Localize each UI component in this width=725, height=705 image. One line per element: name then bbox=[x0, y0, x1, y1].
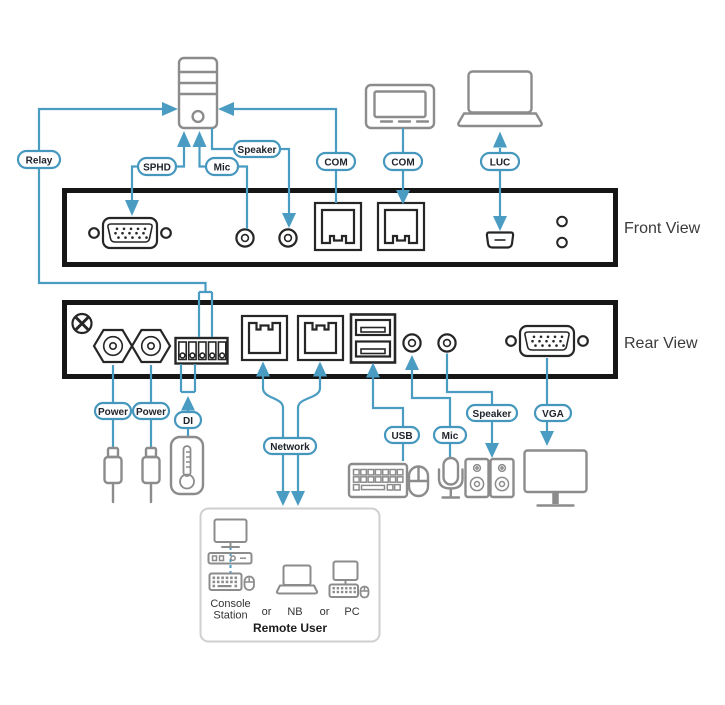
arrow-mic-up bbox=[192, 131, 207, 147]
power-pill-2 bbox=[131, 401, 171, 421]
arrow-network-right-up bbox=[313, 361, 327, 377]
speaker-front-pill bbox=[232, 139, 282, 159]
arrow-speaker-down bbox=[282, 213, 296, 228]
luc-label: LUC bbox=[490, 158, 511, 169]
usb-mouse-icon bbox=[407, 465, 430, 498]
com-front-line-top bbox=[234, 107, 338, 153]
grounding-screw bbox=[71, 312, 93, 335]
power-adapter-plug-2 bbox=[141, 446, 161, 504]
vga-pill bbox=[533, 403, 573, 423]
speaker-right-icon bbox=[489, 457, 515, 499]
arrow-vga-down bbox=[540, 431, 554, 446]
speaker-front-label: Speaker bbox=[238, 145, 277, 156]
network-line-left bbox=[261, 376, 285, 491]
network-line-right bbox=[296, 376, 322, 491]
pc-icon bbox=[328, 560, 370, 599]
front-panel bbox=[62, 188, 618, 267]
sphd-line bbox=[130, 147, 186, 200]
arrow-mic-rear-up bbox=[405, 355, 419, 370]
power-adapter-plug-1 bbox=[103, 446, 123, 504]
usb-keyboard-icon bbox=[347, 462, 409, 499]
network-pill bbox=[262, 436, 318, 456]
console-station-caption-line1: Console bbox=[210, 598, 250, 610]
rear-view-caption: Rear View bbox=[624, 335, 698, 352]
arrow-network-left-up bbox=[256, 361, 270, 377]
mic-front-line bbox=[198, 147, 249, 229]
com-device-label: COM bbox=[391, 158, 414, 169]
arrow-speaker-rear-down bbox=[485, 443, 499, 458]
computer-tower-icon bbox=[177, 56, 219, 130]
temperature-sensor-icon bbox=[169, 435, 205, 496]
com-front-label: COM bbox=[324, 158, 347, 169]
speaker-front-line bbox=[210, 128, 291, 213]
arrow-into-tower-left bbox=[162, 102, 178, 116]
console-station-caption-line2: Station bbox=[213, 610, 247, 622]
front-mini-usb-port bbox=[485, 231, 515, 249]
front-led-indicators bbox=[556, 215, 568, 249]
usb-line bbox=[371, 377, 405, 461]
monitor-icon bbox=[523, 449, 588, 507]
speaker-left-icon bbox=[464, 457, 490, 499]
pc-caption: PC bbox=[344, 606, 359, 618]
sphd-label: SPHD bbox=[143, 163, 171, 174]
arrow-luc-up bbox=[493, 131, 507, 148]
arrow-into-tower-right bbox=[218, 102, 234, 116]
speaker-rear-label: Speaker bbox=[473, 409, 512, 420]
power-label-1: Power bbox=[98, 407, 128, 418]
or-caption-1: or bbox=[262, 606, 272, 618]
arrow-luc-down bbox=[493, 216, 507, 231]
microphone-icon bbox=[437, 456, 464, 499]
mic-front-label: Mic bbox=[214, 163, 231, 174]
luc-pill bbox=[479, 151, 521, 172]
power-label-2: Power bbox=[136, 407, 166, 418]
vga-label: VGA bbox=[542, 409, 564, 420]
mic-rear-label: Mic bbox=[442, 431, 459, 442]
nb-caption: NB bbox=[287, 606, 302, 618]
di-label: DI bbox=[183, 416, 193, 427]
power-pill-1 bbox=[93, 401, 133, 421]
arrow-com-down bbox=[396, 190, 410, 205]
usb-label: USB bbox=[391, 431, 412, 442]
remote-user-title: Remote User bbox=[253, 621, 327, 635]
arrow-sphd-up bbox=[177, 131, 191, 147]
relay-pill bbox=[16, 149, 62, 170]
notebook-icon bbox=[275, 564, 319, 595]
network-label: Network bbox=[270, 442, 310, 453]
relay-line-bottom bbox=[37, 168, 214, 337]
com-device-pill bbox=[382, 151, 424, 172]
mic-rear-pill bbox=[432, 425, 468, 445]
arrow-network-left-down bbox=[276, 491, 290, 506]
com-front-pill bbox=[315, 151, 357, 172]
terminal-block bbox=[174, 336, 229, 365]
speaker-rear-pill bbox=[465, 403, 519, 423]
front-view-caption: Front View bbox=[624, 220, 701, 237]
remote-user-box: Console Station or NB or PC Remote User bbox=[199, 507, 381, 643]
relay-line-top bbox=[37, 107, 162, 151]
laptop-icon bbox=[457, 70, 543, 128]
sphd-pill bbox=[136, 156, 178, 177]
relay-label: Relay bbox=[26, 156, 53, 167]
di-pill bbox=[173, 410, 203, 430]
arrow-usb-up bbox=[366, 362, 380, 378]
arrow-di-up bbox=[181, 396, 195, 411]
di-line bbox=[179, 364, 197, 437]
serial-device-icon bbox=[364, 83, 436, 130]
or-caption-2: or bbox=[320, 606, 330, 618]
console-station-icon bbox=[207, 518, 255, 591]
pill-labels: Relay SPHD Mic Speaker COM COM LUC Power… bbox=[16, 139, 573, 456]
mic-front-pill bbox=[204, 156, 240, 177]
arrow-network-right-down bbox=[291, 491, 305, 506]
usb-pill bbox=[383, 425, 421, 445]
arrow-sphd-down bbox=[125, 200, 139, 216]
rear-panel bbox=[62, 300, 618, 379]
